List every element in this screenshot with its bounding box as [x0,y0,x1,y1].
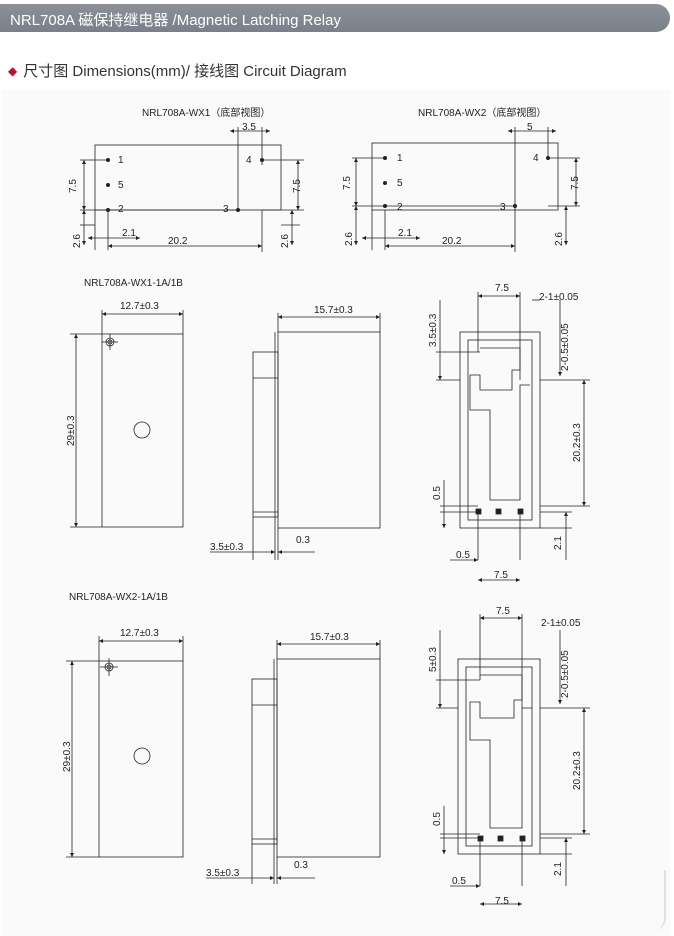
dim-2-6-right: 2.6 [280,234,291,248]
wx2-pin-label-4: 4 [533,153,539,164]
wx2-pin-label-5: 5 [397,178,403,189]
wx1-dim-height: 29±0.3 [66,415,77,446]
dim-7-5-left: 7.5 [68,179,79,193]
dim-3-5: 3.5 [242,122,256,133]
header-bar: NRL708A 磁保持继电器 /Magnetic Latching Relay [0,4,670,32]
wx1-dim-pin-width: 2-1±0.05 [539,292,579,303]
dim-7-5-right: 7.5 [292,179,303,193]
wx2-pin-outline [457,658,541,855]
pin-label-1: 1 [118,155,124,166]
wx2-side-outline [276,658,381,858]
wx2-dim-2-6-right: 2.6 [554,232,565,246]
wx1-dim-depth: 15.7±0.3 [314,305,353,316]
wx1-dim-7-5-bottom: 7.5 [494,570,508,581]
wx2-front-outline [98,660,184,858]
wx2-dim-5-tol: 5±0.3 [428,647,439,672]
wx2-dim-height: 29±0.3 [62,741,73,772]
pin-label-5: 5 [118,180,124,191]
wx2-dim-width: 12.7±0.3 [120,628,159,639]
wx1-dim-pin-thick: 2-0.5±0.05 [560,323,571,371]
wx1-dim-0-5-bottom: 0.5 [456,550,470,561]
wx2-bottom-title: NRL708A-WX2（底部视图） [418,106,546,119]
wx1-dim-0-3: 0.3 [296,535,310,546]
wx2-dim-0-5-bottom: 0.5 [452,876,466,887]
drawing-panel [2,90,670,936]
wx2-pin-label-3: 3 [500,202,506,213]
wx1-dim-0-5-side: 0.5 [432,486,443,500]
diamond-bullet-icon: ◆ [8,64,18,78]
dim-20-2: 20.2 [168,236,188,247]
section-title: ◆ 尺寸图 Dimensions(mm)/ 接线图 Circuit Diagram [8,60,347,81]
wx2-dim-pin-width: 2-1±0.05 [541,618,581,629]
wx2-dim-0-3: 0.3 [294,860,308,871]
wx2-dim-depth: 15.7±0.3 [310,632,349,643]
pin-label-2: 2 [118,204,124,215]
wx2-bottom-outline [371,142,559,211]
pin-label-4: 4 [246,155,252,166]
wx1-dim-7-5-top: 7.5 [495,283,509,294]
wx2-dim-pin-length: 3.5±0.3 [206,868,240,879]
wx1-pin-outline [459,331,541,529]
wx1-dim-width: 12.7±0.3 [120,301,159,312]
wx1-dim-2-1-side: 2.1 [553,536,564,550]
wx2-dim-2-1: 2.1 [398,228,412,239]
wx2-dim-7-5-top: 7.5 [496,606,510,617]
wx2-dim-20-2-tol: 20.2±0.3 [572,751,583,790]
wx2-dim-7-5-left: 7.5 [342,176,353,190]
page-title: NRL708A 磁保持继电器 /Magnetic Latching Relay [10,12,341,29]
dim-2-6-left: 2.6 [72,234,83,248]
wx1-front-outline [101,333,184,528]
wx2-dim-2-1-side: 2.1 [553,862,564,876]
wx2-dim-7-5-right: 7.5 [570,176,581,190]
pin-label-3: 3 [223,204,229,215]
wx2-dim-7-5-bottom: 7.5 [495,896,509,907]
dim-2-1: 2.1 [122,228,136,239]
wx2-pin-label-2: 2 [397,202,403,213]
panel-decor [654,870,666,930]
wx1-dim-pin-length: 3.5±0.3 [210,542,244,553]
wx2-pin-label-1: 1 [397,153,403,164]
wx1-dim-3-5-tol: 3.5±0.3 [428,313,439,347]
wx1-1a-title: NRL708A-WX1-1A/1B [84,278,183,289]
wx1-bottom-title: NRL708A-WX1（底部视图） [142,106,270,119]
wx1-side-outline [277,331,381,529]
wx2-dim-0-5-side: 0.5 [432,812,443,826]
wx1-dim-20-2-tol: 20.2±0.3 [572,423,583,462]
dim-5: 5 [527,122,533,133]
wx2-dim-2-6-left: 2.6 [344,232,355,246]
wx2-dim-20-2: 20.2 [442,236,462,247]
wx2-1a-title: NRL708A-WX2-1A/1B [69,592,168,603]
wx2-dim-pin-thick: 2-0.5±0.05 [560,650,571,698]
section-title-text: 尺寸图 Dimensions(mm)/ 接线图 Circuit Diagram [23,63,347,80]
